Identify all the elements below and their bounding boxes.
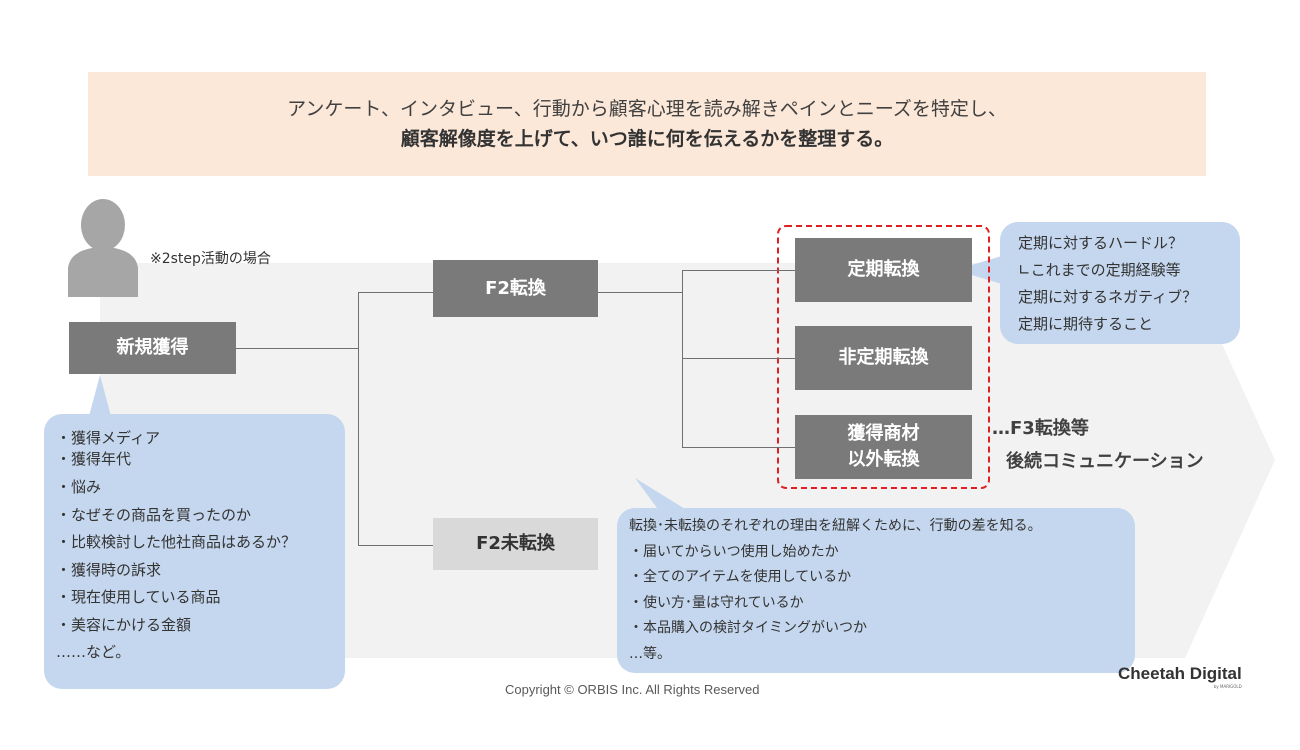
list-item: ・使い方･量は守れているか <box>629 594 804 611</box>
node-other-line1: 獲得商材 <box>847 423 920 444</box>
connector <box>358 292 359 545</box>
list-item: ・美容にかける金額 <box>56 615 192 634</box>
list-item: ・なぜその商品を買ったのか <box>56 505 252 524</box>
f3-line1: …F3転換等 <box>992 418 1089 439</box>
connector <box>358 292 433 293</box>
headline-line2: 顧客解像度を上げて、いつ誰に何を伝えるかを整理する。 <box>400 128 894 150</box>
connector <box>682 447 795 448</box>
node-other-product: 獲得商材 以外転換 <box>795 415 972 479</box>
copyright: Copyright © ORBIS Inc. All Rights Reserv… <box>505 682 760 697</box>
person-icon <box>68 199 138 297</box>
list-item: 定期に対するハードル？ <box>1018 234 1184 252</box>
node-f2-conversion: F2転換 <box>433 260 598 317</box>
subscription-info-bubble: 定期に対するハードル？ ∟これまでの定期経験等 定期に対するネガティブ？ 定期に… <box>1000 222 1240 344</box>
list-item: ・届いてからいつ使用し始めたか <box>629 543 839 560</box>
list-item: 転換･未転換のそれぞれの理由を紐解くために、行動の差を知る。 <box>629 518 1042 534</box>
f3-label: …F3転換等 後続コミュニケーション <box>992 412 1204 478</box>
list-item: ・本品購入の検討タイミングがいつか <box>629 620 867 636</box>
connector <box>682 270 795 271</box>
list-item: 定期に対するネガティブ？ <box>1018 288 1198 306</box>
highlight-dashed-frame <box>777 225 990 489</box>
node-f2-not-converted: F2未転換 <box>433 518 598 570</box>
left-info-bubble: ・獲得メディア ・獲得年代 ・悩み ・なぜその商品を買ったのか ・比較検討した他… <box>44 414 345 689</box>
list-item: ・比較検討した他社商品はあるか？ <box>56 533 297 551</box>
connector <box>682 358 795 359</box>
note: ※2step活動の場合 <box>150 251 271 267</box>
list-item: ・悩み <box>56 478 102 496</box>
list-item: ・獲得年代 <box>56 450 132 468</box>
list-item: ∟これまでの定期経験等 <box>1018 261 1181 279</box>
list-item: ・獲得時の訴求 <box>56 560 162 579</box>
headline-banner: アンケート、インタビュー、行動から顧客心理を読み解きペインとニーズを特定し、 顧… <box>88 72 1206 176</box>
node-other-line2: 以外転換 <box>847 449 920 470</box>
list-item: ・現在使用している商品 <box>56 588 221 606</box>
list-item: …等。 <box>629 645 671 662</box>
cheetah-digital-logo: Cheetah Digital by MARIGOLD <box>1118 664 1242 689</box>
node-subscription: 定期転換 <box>795 238 972 302</box>
list-item: ・獲得メディア <box>56 429 160 447</box>
behavior-info-bubble: 転換･未転換のそれぞれの理由を紐解くために、行動の差を知る。 ・届いてからいつ使… <box>617 508 1135 673</box>
logo-subtext: by MARIGOLD <box>1213 684 1242 689</box>
connector <box>358 545 433 546</box>
connector <box>598 292 682 293</box>
f3-line2: 後続コミュニケーション <box>1006 451 1204 472</box>
connector <box>236 348 358 349</box>
node-non-subscription: 非定期転換 <box>795 326 972 390</box>
list-item: ……など。 <box>56 643 131 661</box>
list-item: 定期に期待すること <box>1018 315 1154 333</box>
node-new-acquisition: 新規獲得 <box>69 322 236 374</box>
headline-line1: アンケート、インタビュー、行動から顧客心理を読み解きペインとニーズを特定し、 <box>287 98 1007 120</box>
logo-text: Cheetah Digital <box>1118 664 1242 683</box>
list-item: ・全てのアイテムを使用しているか <box>629 569 852 585</box>
